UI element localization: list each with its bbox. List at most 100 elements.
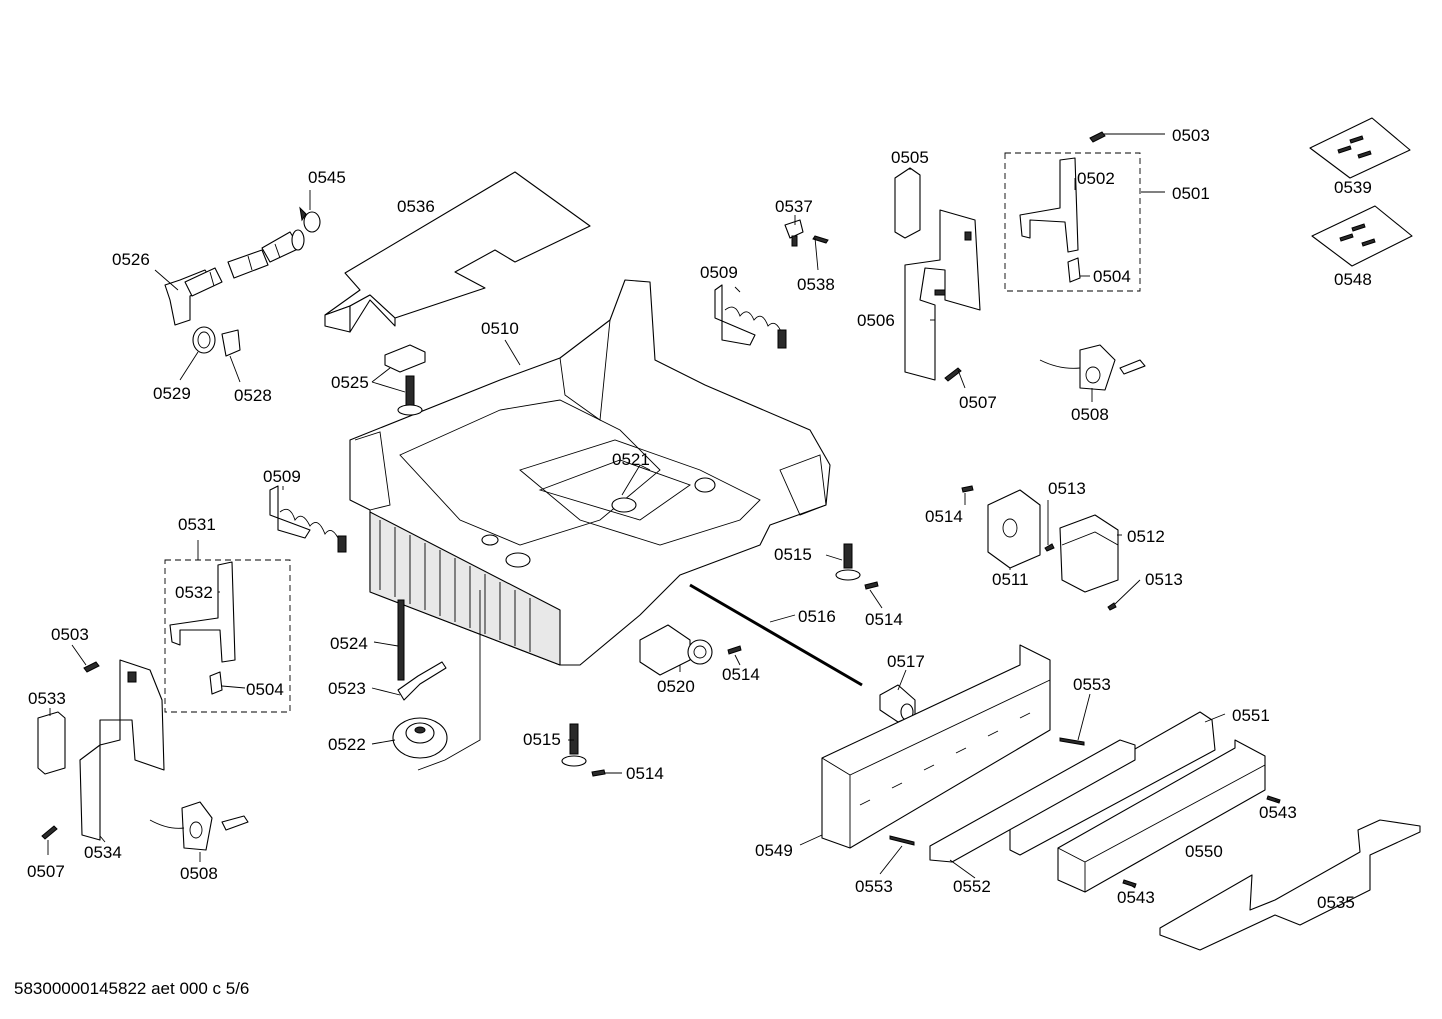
callout-0521: 0521 xyxy=(612,450,650,469)
bracket-0534-part xyxy=(79,659,165,841)
hinge-spring-part-left xyxy=(269,485,347,553)
callout-0509: 0509 xyxy=(700,263,738,282)
callout-0514-b: 0514 xyxy=(865,610,903,629)
callout-0531: 0531 xyxy=(178,515,216,534)
base-cover-plate-part xyxy=(324,171,591,333)
callout-0534: 0534 xyxy=(84,843,122,862)
adjustable-foot-part xyxy=(384,344,426,416)
callout-0550: 0550 xyxy=(1185,842,1223,861)
callout-0509-left: 0509 xyxy=(263,467,301,486)
callout-0517: 0517 xyxy=(887,652,925,671)
callout-0537: 0537 xyxy=(775,197,813,216)
callout-0532: 0532 xyxy=(175,583,213,602)
bracket-0532-part xyxy=(169,561,236,695)
bracket-0506-part xyxy=(904,209,981,381)
callout-0525: 0525 xyxy=(331,373,369,392)
sensor-cover-0512-part xyxy=(1059,514,1119,593)
callout-0503-left: 0503 xyxy=(51,625,89,644)
callout-0514-d: 0514 xyxy=(626,764,664,783)
callout-0520: 0520 xyxy=(657,677,695,696)
screw-pack-0539-part xyxy=(1309,117,1411,179)
drawing-reference-number: 58300000145822 aet 000 c 5/6 xyxy=(14,979,250,998)
plinth-strip-0551-part xyxy=(1009,711,1216,856)
assembly-leader xyxy=(417,590,481,771)
callout-0515-lower: 0515 xyxy=(523,730,561,749)
callout-0504-left: 0504 xyxy=(246,680,284,699)
leveling-screw-0515-part xyxy=(561,543,861,767)
callout-0508-left: 0508 xyxy=(180,864,218,883)
callout-0514-c: 0514 xyxy=(722,665,760,684)
hinge-spring-part-top xyxy=(714,284,787,349)
callout-0522: 0522 xyxy=(328,735,366,754)
sensor-holder-0511-part xyxy=(987,489,1041,569)
callout-0539: 0539 xyxy=(1334,178,1372,197)
pump-shaft-0524-part xyxy=(397,599,405,681)
callout-0533: 0533 xyxy=(28,689,66,708)
callout-0507-left: 0507 xyxy=(27,862,65,881)
callout-0514: 0514 xyxy=(925,507,963,526)
callout-0552: 0552 xyxy=(953,877,991,896)
callout-0507: 0507 xyxy=(959,393,997,412)
screw-pack-0548-part xyxy=(1311,205,1413,267)
plinth-0535-part xyxy=(1159,819,1421,951)
hose-clip-part xyxy=(221,329,241,357)
hose-clamp-part xyxy=(299,206,321,233)
screw-0543-part xyxy=(1122,795,1281,888)
callout-0523: 0523 xyxy=(328,679,366,698)
callout-0508: 0508 xyxy=(1071,405,1109,424)
screw-0507-part-left xyxy=(41,825,58,840)
plinth-0550-part xyxy=(1057,739,1266,893)
callout-0515: 0515 xyxy=(774,545,812,564)
callout-0535: 0535 xyxy=(1317,893,1355,912)
door-lock-0508-part-top xyxy=(1039,344,1146,391)
screw-0514-part xyxy=(591,485,974,777)
callout-0506: 0506 xyxy=(857,311,895,330)
bracket-assembly-box xyxy=(1004,152,1141,292)
callout-0538: 0538 xyxy=(797,275,835,294)
callout-0505: 0505 xyxy=(891,148,929,167)
callout-0524: 0524 xyxy=(330,634,368,653)
left-bracket-assembly-box xyxy=(164,559,291,713)
callout-0513: 0513 xyxy=(1048,479,1086,498)
callout-0529: 0529 xyxy=(153,384,191,403)
callout-0511: 0511 xyxy=(992,570,1029,589)
pin-0553-part xyxy=(889,737,1085,846)
callout-0553: 0553 xyxy=(1073,675,1111,694)
callout-0503: 0503 xyxy=(1172,126,1210,145)
callout-0551: 0551 xyxy=(1232,706,1270,725)
callout-0510: 0510 xyxy=(481,319,519,338)
callout-0504: 0504 xyxy=(1093,267,1131,286)
screw-0507-part-top xyxy=(944,367,962,382)
callout-0502: 0502 xyxy=(1077,169,1115,188)
bracket-0505-part xyxy=(894,167,921,239)
strip-0552-part xyxy=(929,739,1136,863)
leader-lines xyxy=(47,133,1281,889)
rod-0516-part xyxy=(689,583,863,687)
callout-0526: 0526 xyxy=(112,250,150,269)
callout-0512: 0512 xyxy=(1127,527,1165,546)
drain-hose-part xyxy=(164,229,305,326)
callout-0513-lower: 0513 xyxy=(1145,570,1183,589)
clamp-ring-part xyxy=(192,326,216,354)
pump-arm-0523-part xyxy=(397,661,447,701)
callout-0501: 0501 xyxy=(1172,184,1210,203)
switch-part xyxy=(784,219,829,247)
callout-0543-lower: 0543 xyxy=(1117,888,1155,907)
callout-0545: 0545 xyxy=(308,168,346,187)
impeller-0522-part xyxy=(392,717,448,759)
callout-0543: 0543 xyxy=(1259,803,1297,822)
callout-labels: 0503 0501 0502 0504 0505 0506 0507 0508 … xyxy=(27,126,1372,912)
cover-0533-part xyxy=(37,711,66,775)
screw-0503-part xyxy=(1089,131,1106,143)
callout-0553-lower: 0553 xyxy=(855,877,893,896)
callout-0548: 0548 xyxy=(1334,270,1372,289)
screw-0513-part xyxy=(1044,543,1117,611)
base-tub-part xyxy=(349,279,831,666)
bracket-0502-part xyxy=(1019,157,1081,283)
float-0517-part xyxy=(879,684,916,723)
callout-0549: 0549 xyxy=(755,841,793,860)
screw-0503-part-left xyxy=(83,661,100,673)
valve-0520-part xyxy=(639,624,713,676)
plinth-0549-part xyxy=(821,644,1051,849)
